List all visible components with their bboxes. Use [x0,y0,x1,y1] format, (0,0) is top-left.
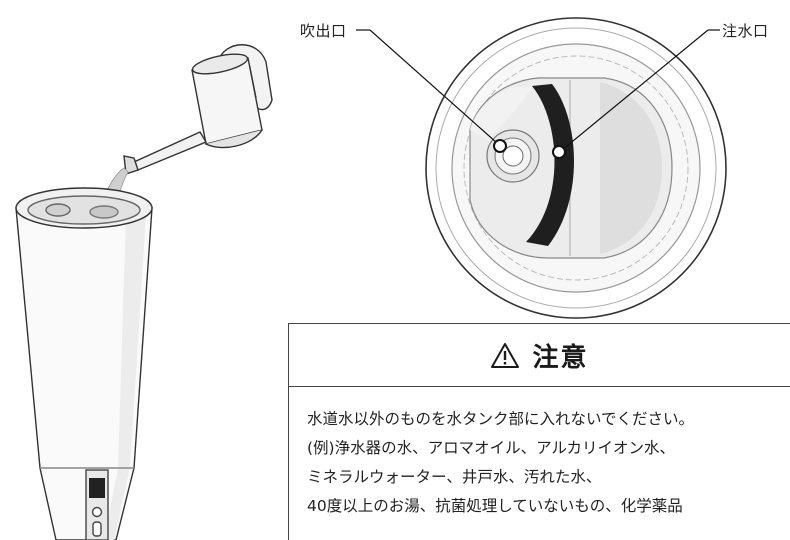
caution-line: (例)浄水器の水、アロマオイル、アルカリイオン水、 [307,439,675,457]
watering-can-illustration [123,44,273,175]
caution-title: 注意 [532,342,589,373]
tank-top-view-illustration [425,17,727,319]
caution-box: 注意 水道水以外のものを水タンク部に入れないでください。 (例)浄水器の水、アロ… [288,323,790,540]
callout-leaders [356,29,720,159]
caution-line: ミネラルウォーター、井戸水、汚れた水、 [307,468,602,486]
inlet-label: 注水口 [722,22,769,40]
caution-header: 注意 [289,324,790,387]
warning-triangle-icon [491,342,520,368]
humidifier-illustration [15,187,153,540]
caution-line: 水道水以外のものを水タンク部に入れないでください。 [307,410,695,428]
outlet-label: 吹出口 [300,22,347,40]
caution-body: 水道水以外のものを水タンク部に入れないでください。 (例)浄水器の水、アロマオイ… [289,387,790,521]
caution-line: 40度以上のお湯、抗菌処理していないもの、化学薬品 [307,497,683,515]
